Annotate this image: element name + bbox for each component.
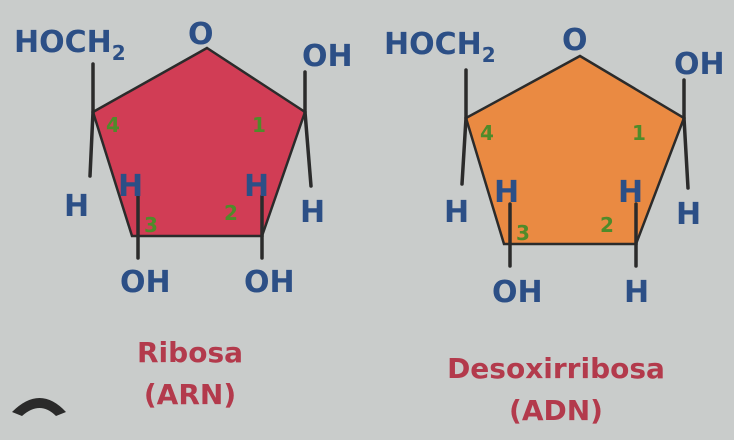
ribose-c3-h: H — [118, 169, 143, 204]
ribose-carbon-3: 3 — [144, 213, 158, 237]
ribose-c4-down-bond — [88, 110, 95, 178]
deoxyribose-c1-oh: OH — [674, 47, 725, 82]
deoxyribose-c4-h: H — [444, 195, 469, 230]
ribose-ring-oxygen: O — [188, 17, 214, 52]
ribose-c1-oh: OH — [302, 39, 353, 74]
deoxyribose-c4-down-bond — [460, 116, 468, 186]
deoxyribose-c1-h: H — [676, 197, 701, 232]
deoxyribose-structure: HOCH2 O OH H H H H OH H 4 1 3 2 Desoxirr… — [384, 23, 725, 427]
deoxyribose-c2-h-bottom: H — [624, 275, 649, 310]
deoxyribose-ring — [464, 54, 686, 246]
deoxyribose-type: (ADN) — [509, 394, 603, 427]
ribose-carbon-4: 4 — [106, 113, 120, 137]
deoxyribose-c3-oh: OH — [492, 275, 543, 310]
deoxyribose-carbon-1: 1 — [632, 121, 646, 145]
ribose-c4-h: H — [64, 189, 89, 224]
deoxyribose-name: Desoxirribosa — [447, 352, 665, 385]
ribose-c3-oh: OH — [120, 265, 171, 300]
ribose-c1-down-bond — [303, 110, 313, 188]
ribose-carbon-1: 1 — [252, 113, 266, 137]
deoxyribose-carbon-3: 3 — [516, 221, 530, 245]
deoxyribose-c3-h: H — [494, 175, 519, 210]
ribose-c2-oh: OH — [244, 265, 295, 300]
deoxyribose-ring-oxygen: O — [562, 23, 588, 58]
deoxyribose-carbon-4: 4 — [480, 121, 494, 145]
ribose-structure: HOCH2 O OH H H H H OH OH 4 1 3 2 Ribosa … — [14, 17, 353, 411]
deoxyribose-c1-down-bond — [682, 116, 690, 190]
deoxyribose-hoch2-label: HOCH2 — [384, 27, 496, 67]
deoxyribose-c2-h: H — [618, 175, 643, 210]
ribose-name: Ribosa — [137, 336, 243, 369]
ribose-c2-h: H — [244, 169, 269, 204]
dark-arc-icon — [12, 398, 66, 416]
ribose-hoch2-label: HOCH2 — [14, 25, 126, 65]
ribose-ring — [91, 46, 307, 238]
ribose-carbon-2: 2 — [224, 201, 238, 225]
ribose-type: (ARN) — [144, 378, 236, 411]
ribose-c1-h: H — [300, 195, 325, 230]
deoxyribose-carbon-2: 2 — [600, 213, 614, 237]
